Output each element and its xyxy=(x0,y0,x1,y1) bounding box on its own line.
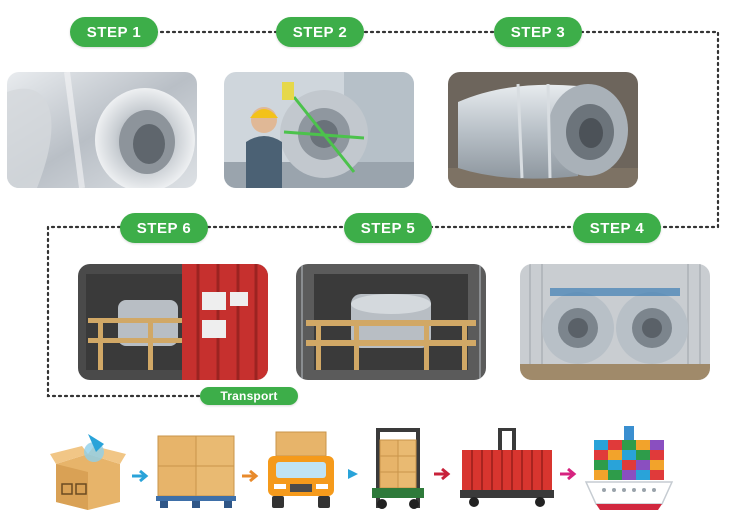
step-1-label: STEP 1 xyxy=(70,17,158,47)
container-door-closing-photo xyxy=(78,264,268,380)
arrow-icon xyxy=(348,469,358,479)
arrow-icon xyxy=(242,469,259,483)
step-6-label: STEP 6 xyxy=(120,213,208,243)
pallet-icon xyxy=(154,432,238,510)
coil-closeup-photo xyxy=(7,72,197,188)
container-icon xyxy=(458,426,556,510)
step-3-label: STEP 3 xyxy=(494,17,582,47)
arrow-icon xyxy=(132,469,149,483)
coils-in-container-photo xyxy=(520,264,710,380)
arrow-icon xyxy=(434,467,451,481)
forklift-icon xyxy=(368,426,428,510)
transport-label: Transport xyxy=(200,387,298,405)
step-2-label: STEP 2 xyxy=(276,17,364,47)
box-icon xyxy=(48,430,128,510)
truck-icon xyxy=(264,430,338,510)
wrapped-coil-photo xyxy=(448,72,638,188)
step-5-label: STEP 5 xyxy=(344,213,432,243)
step-4-label: STEP 4 xyxy=(573,213,661,243)
worker-strapping-coil-photo xyxy=(224,72,414,188)
arrow-icon xyxy=(560,467,577,481)
coil-row-in-container-photo xyxy=(296,264,486,380)
cargo-ship-icon xyxy=(584,424,674,514)
